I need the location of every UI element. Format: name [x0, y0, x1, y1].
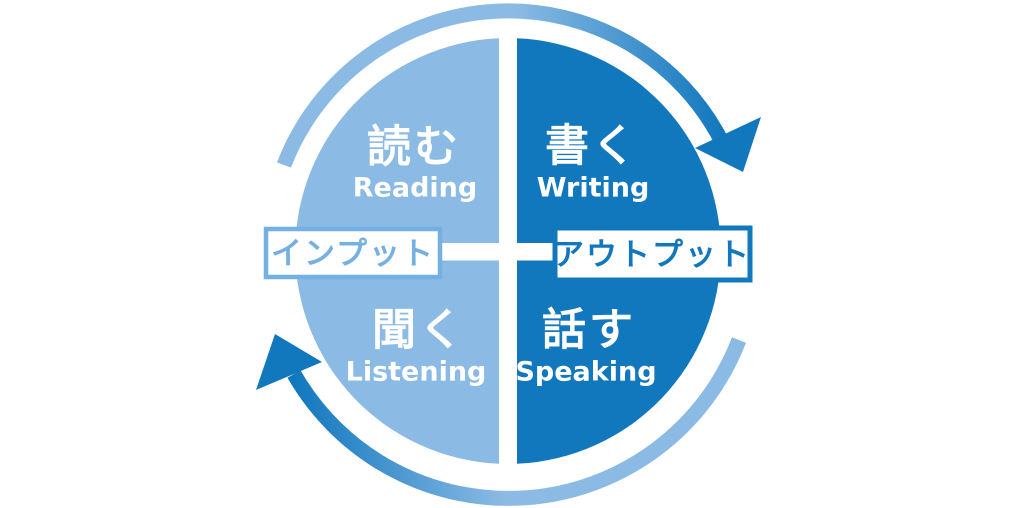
speaking-jp-label: 話す: [542, 305, 636, 356]
bottom-cycle-arc: [287, 337, 746, 506]
quadrant-reading: 読む Reading: [353, 122, 477, 204]
listening-en-label: Listening: [346, 357, 487, 388]
output-label-box: アウトプット: [552, 225, 753, 283]
quadrant-writing: 書く Writing: [537, 121, 650, 204]
input-label-text: インプット: [271, 236, 435, 272]
bottom-arrowhead-icon: [256, 334, 322, 390]
output-label-text: アウトプット: [553, 237, 751, 273]
output-label-border: [552, 225, 753, 283]
top-cycle-arc: [276, 3, 729, 168]
quadrant-speaking: 話す Speaking: [515, 305, 656, 388]
reading-jp-label: 読む: [367, 122, 461, 173]
top-arrowhead-icon: [695, 117, 761, 172]
listening-jp-label: 聞く: [372, 305, 466, 356]
input-label-border: [263, 226, 443, 280]
writing-en-label: Writing: [537, 173, 650, 204]
reading-en-label: Reading: [353, 173, 477, 204]
input-label-box: インプット: [263, 226, 443, 280]
speaking-en-label: Speaking: [515, 357, 656, 388]
quadrant-listening: 聞く Listening: [346, 305, 487, 388]
writing-jp-label: 書く: [545, 121, 639, 172]
